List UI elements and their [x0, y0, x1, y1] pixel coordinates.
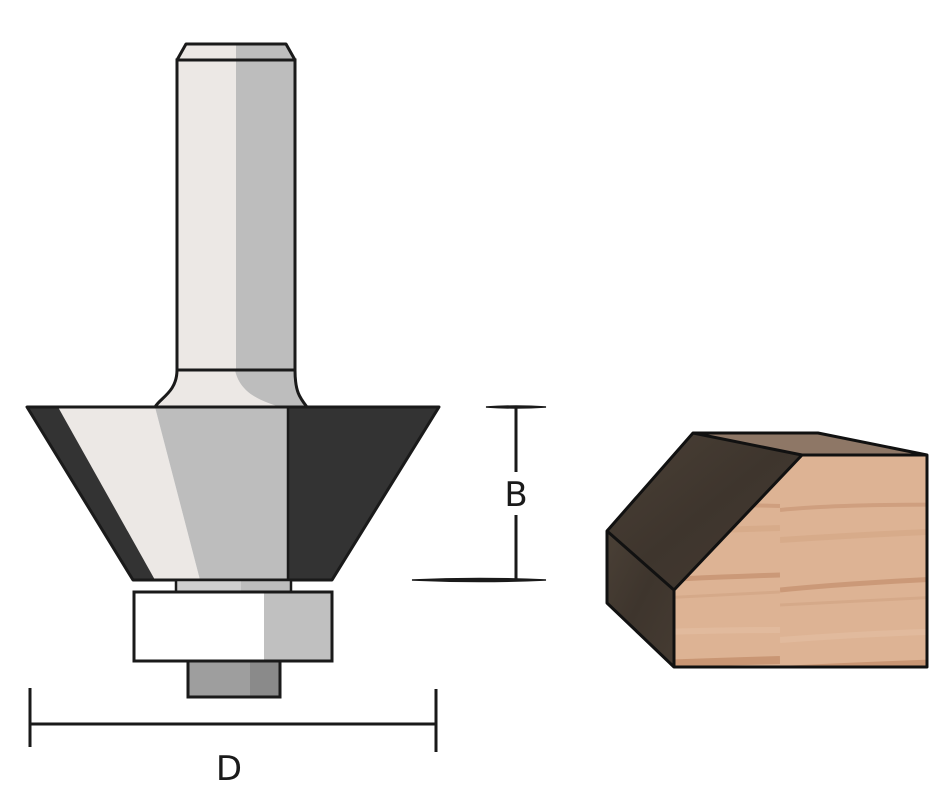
dimension-label-b: B — [504, 475, 527, 515]
bearing-collar — [174, 578, 293, 594]
shank — [153, 42, 309, 408]
bearing-screw — [186, 659, 282, 699]
dimension-d: D — [28, 688, 438, 789]
chamfer-cutter-body — [25, 405, 441, 582]
dimension-b: B — [411, 405, 547, 583]
guide-bearing — [132, 590, 334, 663]
dimension-label-d: D — [216, 749, 242, 789]
wood-profile-block — [605, 431, 929, 669]
